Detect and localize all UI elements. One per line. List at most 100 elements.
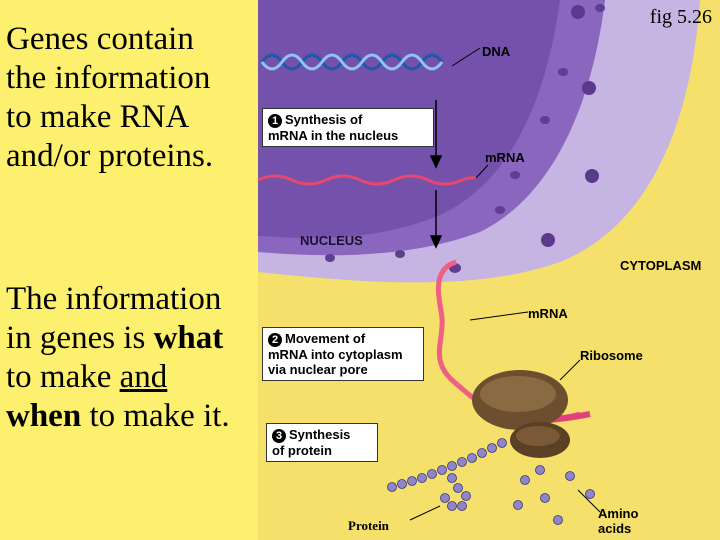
amino-acid [407,476,417,486]
step-line: mRNA in the nucleus [268,128,399,143]
step-line: mRNA into cytoplasm [268,347,403,362]
info-text: to make [6,359,120,395]
pore [558,68,568,76]
ribosome-highlight [516,426,560,446]
mrna-cytoplasm-label: mRNA [528,306,568,321]
amino-acid [457,501,467,511]
dna-strand [260,53,444,71]
amino-pointer [577,489,601,513]
marker [541,233,555,247]
intro-line: to make RNA [6,99,190,135]
dna-label: DNA [482,44,511,59]
amino-acid [487,443,497,453]
intro-line: the information [6,60,211,96]
gene-expression-diagram [258,0,720,540]
amino-acid [447,501,457,511]
underline-and: and [119,359,168,395]
step-number: 3 [272,429,286,443]
step-text: Synthesis [289,427,351,442]
step-line: of protein [272,443,332,458]
amino-acids-label: Amino acids [598,506,638,536]
emphasis-when: when [6,398,82,434]
information-text: The information in genes is what to make… [6,280,256,436]
marker [582,81,596,95]
marker [571,5,585,19]
amino-acid [397,479,407,489]
amino-acids-line: Amino [598,506,639,521]
ribosome [472,370,570,458]
amino-acid [540,493,550,503]
pore [595,4,605,12]
cytoplasm-label: CYTOPLASM [620,258,702,273]
amino-acid [535,465,545,475]
mrna-pointer [475,164,489,179]
pore [495,206,505,214]
pore [510,171,520,179]
amino-acid [477,448,487,458]
amino-acid [553,515,563,525]
amino-acid [461,491,471,501]
nucleus-label: NUCLEUS [300,233,363,248]
mrna-nucleus [258,174,477,186]
dna-pointer [451,47,481,67]
amino-acid [437,465,447,475]
dna-strand [260,53,444,71]
info-line: in genes is what [6,319,256,358]
step-text: Movement of [285,331,366,346]
amino-acid [447,461,457,471]
info-text: in genes is [6,320,154,356]
step-number: 1 [268,114,282,128]
amino-acid [565,471,575,481]
protein-label: Protein [348,518,389,533]
free-amino-acids [513,465,595,525]
pore [325,254,335,262]
ribosome-highlight [480,376,556,412]
pore [540,116,550,124]
amino-acid [417,473,427,483]
arrow-head [429,235,443,249]
info-text: The information [6,281,222,317]
step-number: 2 [268,333,282,347]
ribosome-label: Ribosome [580,348,643,363]
amino-acid [440,493,450,503]
intro-text: Genes contain the information to make RN… [6,20,256,176]
amino-acid [585,489,595,499]
emphasis-what: what [153,320,224,356]
amino-acid [513,500,523,510]
info-line: to make and [6,358,256,397]
ribosome-pointer [559,359,581,381]
dna-helix [260,53,444,71]
pore [395,250,405,258]
mrna-nucleus-label: mRNA [485,150,525,165]
info-line: The information [6,280,256,319]
intro-line: and/or proteins. [6,138,214,174]
amino-acid [467,453,477,463]
protein-chain [387,438,507,511]
info-line: when to make it. [6,397,256,436]
amino-acids-line: acids [598,521,632,536]
amino-acid [520,475,530,485]
info-text: to make it. [81,398,230,434]
protein-pointer [409,505,441,521]
amino-acid [427,469,437,479]
amino-acid [387,482,397,492]
step-line: via nuclear pore [268,362,368,377]
arrow-head [429,155,443,169]
nucleolus-markers [541,5,599,247]
step-text: Synthesis of [285,112,363,127]
amino-acid [447,473,457,483]
amino-acid [457,457,467,467]
amino-acid [453,483,463,493]
process-arrows [429,100,443,249]
mrna-cyto-pointer [469,311,529,321]
marker [585,169,599,183]
amino-acid [497,438,507,448]
intro-line: Genes contain [6,21,194,57]
figure-label: fig 5.26 [649,6,712,28]
